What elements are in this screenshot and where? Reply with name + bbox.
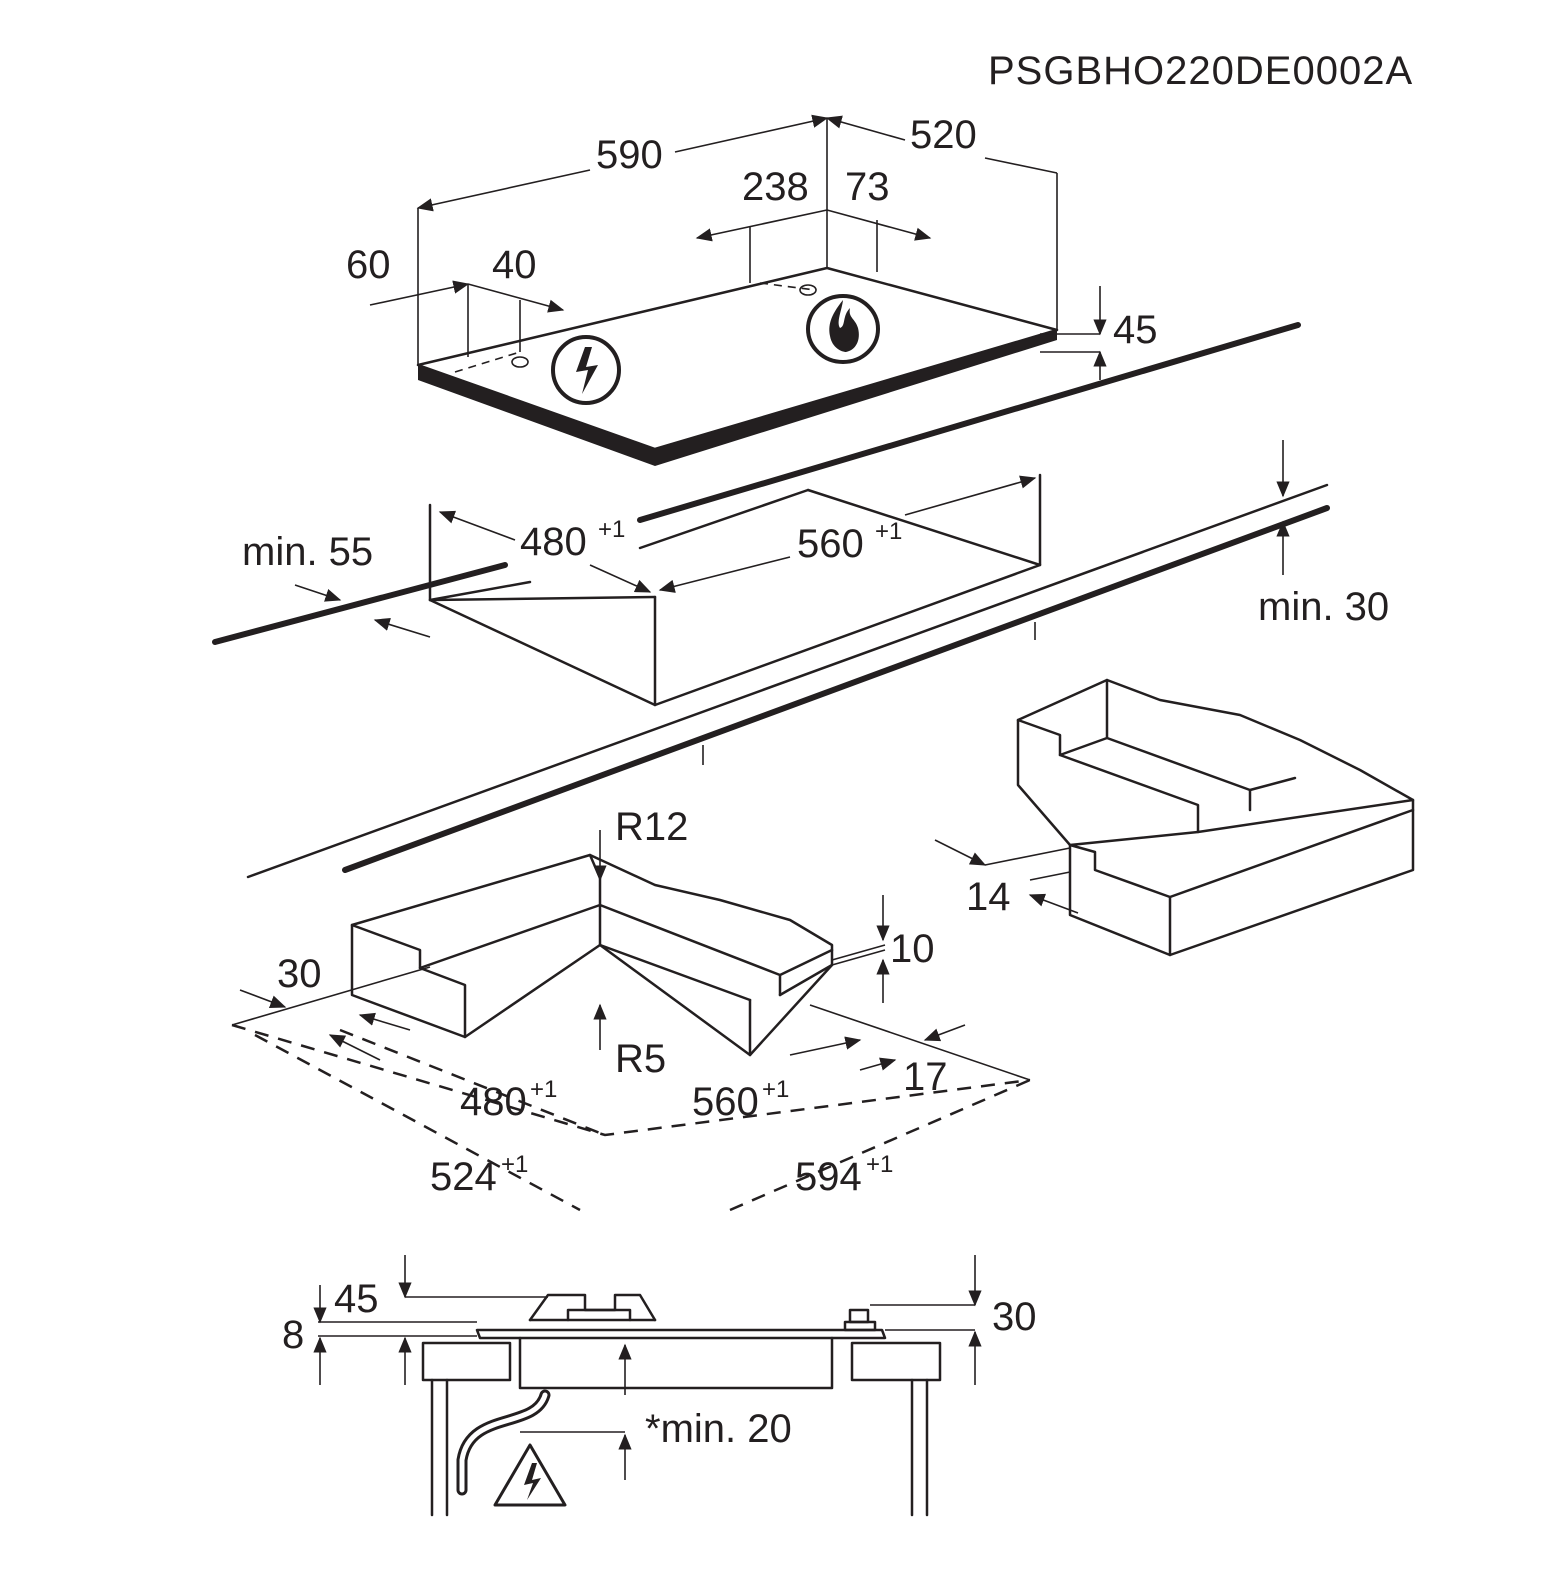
frame-profile-left: R12 R5 30 10 17 480 +1 560 +1 524 +1 594… bbox=[231, 805, 1031, 1212]
label-60: 60 bbox=[346, 243, 391, 287]
label-520: 520 bbox=[910, 113, 977, 157]
label-17: 17 bbox=[903, 1055, 948, 1099]
label-30-side: 30 bbox=[992, 1295, 1037, 1339]
sup-560-frame: +1 bbox=[762, 1076, 789, 1103]
label-594: 594 bbox=[795, 1155, 862, 1199]
label-480-cutout: 480 bbox=[520, 520, 587, 564]
label-min-30: min. 30 bbox=[1258, 585, 1389, 629]
sup-524: +1 bbox=[501, 1151, 528, 1178]
label-r12: R12 bbox=[615, 805, 688, 849]
label-45-height: 45 bbox=[1113, 308, 1158, 352]
label-10: 10 bbox=[890, 927, 935, 971]
label-524: 524 bbox=[430, 1155, 497, 1199]
sup-594: +1 bbox=[866, 1151, 893, 1178]
document-code: PSGBHO220DE0002A bbox=[988, 49, 1413, 93]
gas-flame-icon bbox=[806, 294, 880, 364]
electric-icon bbox=[551, 335, 621, 405]
label-r5: R5 bbox=[615, 1037, 666, 1081]
label-560-frame: 560 bbox=[692, 1080, 759, 1124]
label-238: 238 bbox=[742, 165, 809, 209]
label-45-side: 45 bbox=[334, 1277, 379, 1321]
worktop-cutout: min. 55 480 +1 560 +1 min. 30 bbox=[212, 322, 1389, 879]
sup-480-frame: +1 bbox=[530, 1076, 557, 1103]
hob-drawing: 590 520 238 73 60 40 45 bbox=[346, 113, 1158, 466]
label-480-frame: 480 bbox=[460, 1080, 527, 1124]
label-min-20: *min. 20 bbox=[645, 1407, 792, 1451]
label-min-55: min. 55 bbox=[242, 530, 373, 574]
label-590: 590 bbox=[596, 133, 663, 177]
frame-profile-right: 14 bbox=[934, 678, 1415, 957]
label-73: 73 bbox=[845, 165, 890, 209]
sup-480-cutout: +1 bbox=[598, 516, 625, 543]
label-30-frame: 30 bbox=[277, 952, 322, 996]
label-14: 14 bbox=[966, 875, 1011, 919]
label-40: 40 bbox=[492, 243, 537, 287]
sup-560-cutout: +1 bbox=[875, 518, 902, 545]
label-8: 8 bbox=[282, 1313, 304, 1357]
label-560-cutout: 560 bbox=[797, 522, 864, 566]
side-view: 45 8 30 *min. 20 bbox=[282, 1255, 1037, 1517]
electric-warning-icon bbox=[493, 1443, 567, 1507]
